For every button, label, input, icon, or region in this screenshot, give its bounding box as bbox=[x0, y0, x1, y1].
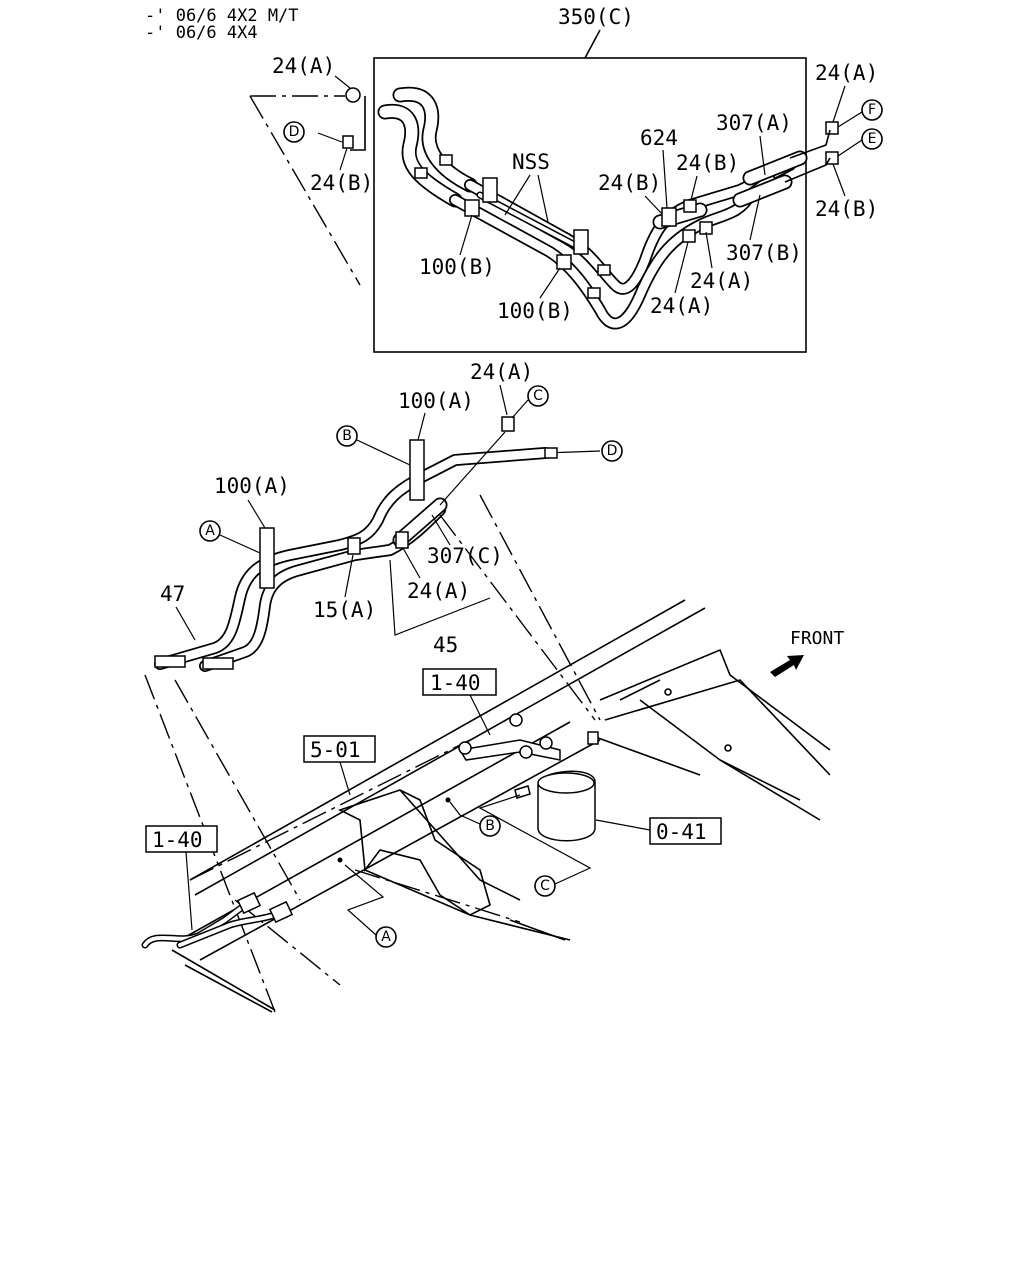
label-100a-2: 100(A) bbox=[398, 389, 474, 413]
label-307c: 307(C) bbox=[427, 544, 503, 568]
clip-100a-left bbox=[259, 527, 275, 589]
svg-text:5-01: 5-01 bbox=[310, 738, 361, 762]
svg-text:D: D bbox=[289, 124, 300, 140]
svg-text:E: E bbox=[868, 131, 877, 147]
header-line-1: -' 06/6 4X2 M/T bbox=[145, 6, 299, 26]
label-24b-4: 24(B) bbox=[598, 171, 661, 195]
callout-c-bottom: C bbox=[534, 875, 556, 897]
ref-box-5-01[interactable]: 5-01 bbox=[303, 735, 376, 763]
svg-text:0-41: 0-41 bbox=[656, 820, 707, 844]
callout-e: E bbox=[861, 128, 883, 150]
ref-box-1-40-left[interactable]: 1-40 bbox=[145, 825, 218, 853]
svg-text:B: B bbox=[485, 818, 495, 834]
label-624: 624 bbox=[640, 126, 678, 150]
callout-b-top: B bbox=[336, 425, 358, 447]
inset-clamps bbox=[414, 154, 713, 299]
callout-b-bottom: B bbox=[479, 815, 501, 837]
callout-a-bottom: A bbox=[375, 926, 397, 948]
callout-d-main: D bbox=[601, 440, 623, 462]
callout-f: F bbox=[861, 99, 883, 121]
clamp-24a-top bbox=[501, 416, 515, 432]
inset-title: 350(C) bbox=[558, 5, 634, 29]
label-100b-2: 100(B) bbox=[497, 299, 573, 323]
label-24a-5: 24(A) bbox=[470, 360, 533, 384]
front-label: FRONT bbox=[790, 628, 844, 649]
label-24a-3: 24(A) bbox=[690, 269, 753, 293]
label-307b: 307(B) bbox=[726, 241, 802, 265]
clamp-24a-main bbox=[395, 531, 409, 549]
clamp-624 bbox=[661, 207, 677, 227]
label-24b-3: 24(B) bbox=[676, 151, 739, 175]
label-24b-2: 24(B) bbox=[815, 197, 878, 221]
front-arrow-icon bbox=[770, 655, 804, 677]
lower-fuel-lines bbox=[141, 891, 294, 949]
label-100b-1: 100(B) bbox=[419, 255, 495, 279]
clip-100b-lower bbox=[573, 229, 589, 255]
label-45: 45 bbox=[433, 633, 458, 657]
svg-text:D: D bbox=[607, 443, 618, 459]
ref-box-1-40-top[interactable]: 1-40 bbox=[422, 668, 497, 696]
inset-350c: 350(C) bbox=[249, 5, 863, 353]
svg-text:A: A bbox=[205, 523, 215, 539]
inset-frame bbox=[373, 57, 807, 353]
clip-100b-upper bbox=[482, 177, 498, 203]
svg-text:F: F bbox=[868, 102, 876, 118]
svg-text:C: C bbox=[540, 878, 550, 894]
label-307a: 307(A) bbox=[716, 111, 792, 135]
svg-text:A: A bbox=[381, 929, 391, 945]
label-100a-1: 100(A) bbox=[214, 474, 290, 498]
label-47: 47 bbox=[160, 582, 185, 606]
label-24a-6: 24(A) bbox=[407, 579, 470, 603]
label-24b-1: 24(B) bbox=[310, 171, 373, 195]
fuel-filter bbox=[458, 713, 599, 842]
clamp-24b-left bbox=[342, 135, 354, 149]
clamp-24a-right bbox=[825, 121, 839, 135]
svg-text:C: C bbox=[533, 388, 543, 404]
callout-a-top: A bbox=[199, 520, 221, 542]
clamp-15a bbox=[347, 537, 361, 555]
callout-d-inset: D bbox=[283, 121, 305, 143]
label-24a-4: 24(A) bbox=[650, 294, 713, 318]
label-15a: 15(A) bbox=[313, 598, 376, 622]
clip-100a-right bbox=[409, 439, 425, 501]
label-24a-1: 24(A) bbox=[272, 54, 335, 78]
svg-text:1-40: 1-40 bbox=[152, 828, 203, 852]
clamp-24a-left bbox=[345, 87, 361, 103]
svg-text:B: B bbox=[342, 428, 352, 444]
header-line-2: -' 06/6 4X4 bbox=[145, 23, 258, 43]
label-24a-2: 24(A) bbox=[815, 61, 878, 85]
ref-box-0-41[interactable]: 0-41 bbox=[649, 817, 722, 845]
main-fuel-lines bbox=[154, 416, 601, 672]
svg-text:1-40: 1-40 bbox=[430, 671, 481, 695]
callout-c-top: C bbox=[527, 385, 549, 407]
label-nss: NSS bbox=[512, 150, 550, 174]
chassis-frame bbox=[171, 599, 831, 1013]
